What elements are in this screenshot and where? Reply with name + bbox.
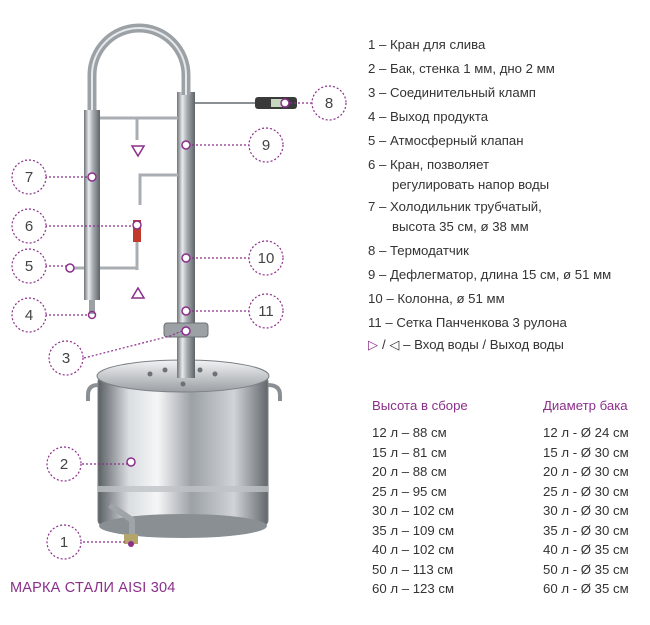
callout-label: 2 [60,456,68,473]
diameter-row: 35 л - Ø 30 см [543,522,629,538]
height-row: 25 л – 95 см [372,483,447,499]
callout-2 [46,446,82,482]
callout-label: 10 [258,250,275,267]
callout-label: 7 [25,169,33,186]
callout-7 [11,159,47,195]
diameter-row: 20 л - Ø 30 см [543,464,629,479]
water-note-text: / ◁ – Вход воды / Выход воды [382,337,564,352]
legend-item: 2 – Бак, стенка 1 мм, дно 2 мм [368,61,555,76]
height-header: Высота в сборе [372,398,468,413]
callout-label: 11 [258,303,274,320]
diameter-row: 25 л - Ø 30 см [543,483,629,499]
callout-label: 4 [25,307,33,324]
legend-item: 1 – Кран для слива [368,37,486,52]
legend-item: 5 – Атмосферный клапан [368,133,524,148]
legend-item-text: 7 – Холодильник трубчатый, [368,199,542,214]
legend-item: 9 – Дефлегматор, длина 15 см, ø 51 мм [368,267,612,282]
callout-1 [46,524,82,560]
callout-5 [11,248,47,284]
callout-6 [11,208,47,244]
diameter-row: 40 л - Ø 35 см [543,542,629,557]
callout-label: 3 [62,350,70,367]
legend-item: 11 – Сетка Панченкова 3 рулона [368,315,567,330]
height-row: 20 л – 88 см [372,464,447,479]
legend-item-text: 6 – Кран, позволяет [368,157,490,172]
column [177,92,195,378]
callout-label: 9 [262,137,270,154]
legend-item-continuation: высота 35 см, ø 38 мм [392,219,529,234]
diameter-table: Диаметр бака 12 л - Ø 24 см 15 л - Ø 30 с… [543,398,629,599]
callout-label: 5 [25,258,33,275]
triangle-right-icon: ▷ [368,337,378,352]
legend-item: 7 – Холодильник трубчатый, высота 35 см,… [368,197,648,237]
legend-item-continuation: регулировать напор воды [392,177,550,192]
height-row: 50 л – 113 см [372,561,454,577]
diameter-row: 15 л - Ø 30 см [543,444,629,460]
callout-8 [311,85,347,121]
legend-item: 8 – Термодатчик [368,243,469,258]
height-row: 12 л – 88 см [372,425,447,440]
height-row: 40 л – 102 см [372,542,455,557]
callout-label: 6 [25,218,33,235]
legend-item: 10 – Колонна, ø 51 мм [368,291,505,306]
diameter-row: 60 л - Ø 35 см [543,581,629,596]
cooler [84,110,100,300]
height-row: 15 л – 81 см [372,444,447,460]
steel-grade-label: МАРКА СТАЛИ AISI 304 [10,580,176,596]
triangle-down-icon [130,145,146,158]
height-row: 30 л – 102 см [372,503,455,518]
legend-item: 3 – Соединительный кламп [368,85,536,100]
height-row: 60 л – 123 см [372,581,455,596]
callout-3 [48,340,84,376]
water-note: ▷ / ◁ – Вход воды / Выход воды [368,337,648,353]
callout-4 [11,297,47,333]
parts-legend: 1 – Кран для слива 2 – Бак, стенка 1 мм,… [368,33,648,353]
callout-label: 1 [60,534,68,551]
legend-item: 4 – Выход продукта [368,109,489,124]
callout-9 [248,127,284,163]
triangle-up-icon [130,286,146,299]
tank [86,359,282,547]
callout-label: 8 [325,95,333,112]
legend-item: 6 – Кран, позволяет регулировать напор в… [368,155,648,195]
height-table: Высота в сборе 12 л – 88 см 15 л – 81 см 2… [372,398,468,599]
diameter-row: 30 л - Ø 30 см [543,503,629,518]
callout-10 [248,240,284,276]
diameter-row: 12 л - Ø 24 см [543,425,629,440]
diameter-row: 50 л - Ø 35 см [543,561,629,577]
callout-11 [248,293,284,329]
diameter-header: Диаметр бака [543,398,628,413]
height-row: 35 л – 109 см [372,522,455,538]
